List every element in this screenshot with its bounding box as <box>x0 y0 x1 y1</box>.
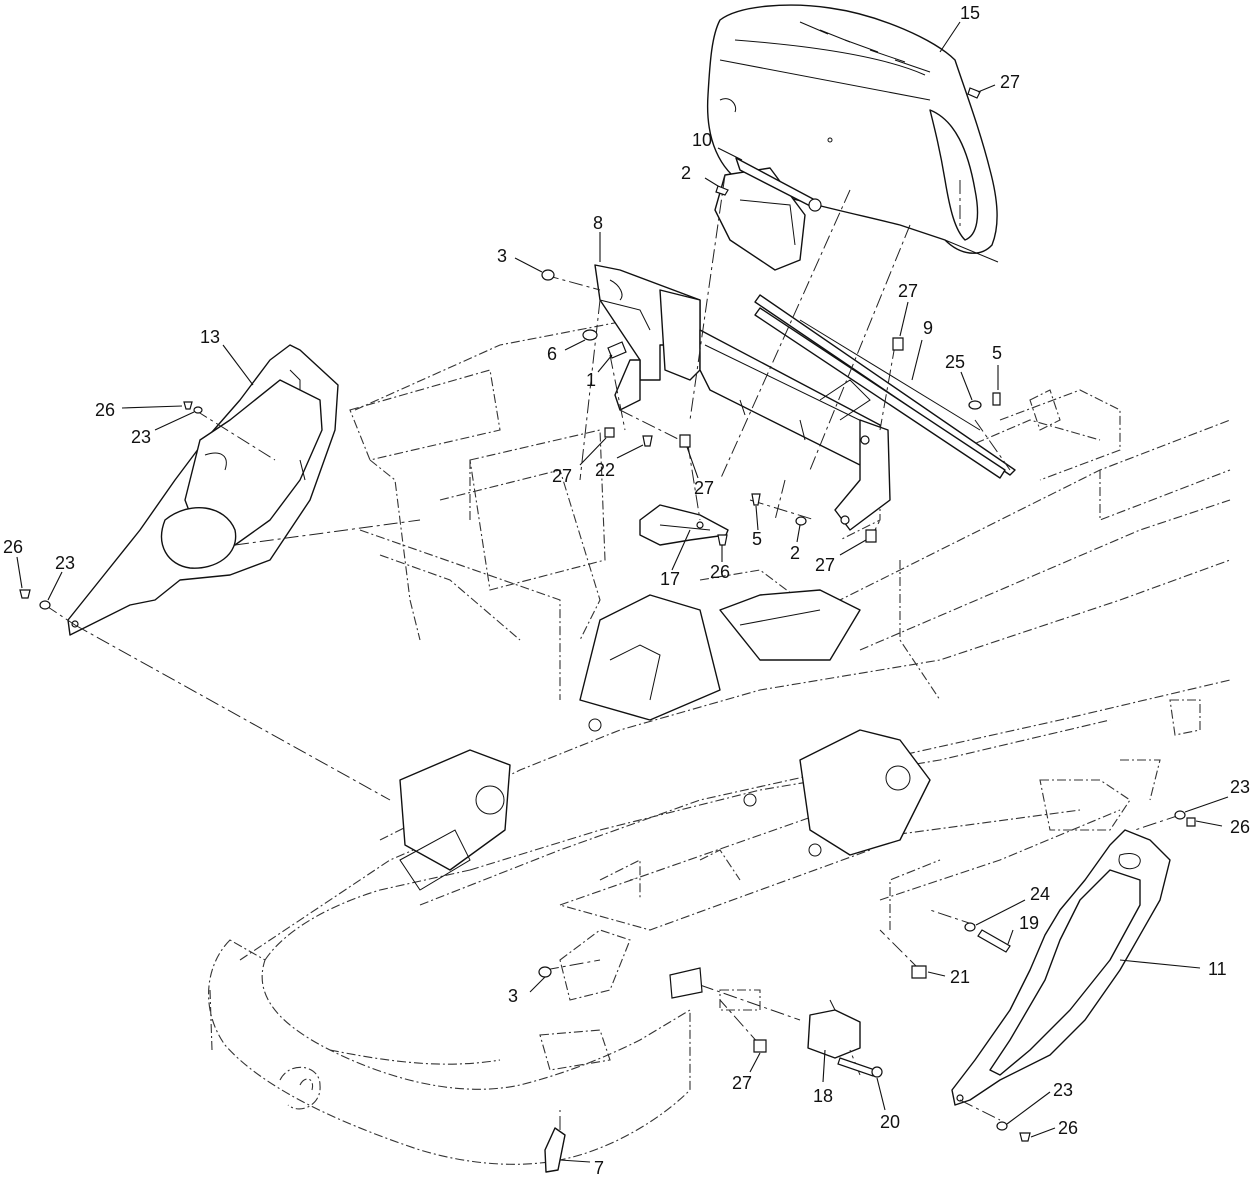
callout-24: 24 <box>1030 884 1050 904</box>
callout-10: 10 <box>692 130 712 150</box>
clip-27-center <box>679 434 691 448</box>
screw-26-right-upper <box>1186 817 1196 827</box>
callout-26-bracket: 26 <box>710 562 730 582</box>
part-10-bracket <box>714 157 822 271</box>
callout-27-left: 27 <box>552 466 572 486</box>
bolt-19 <box>977 929 1011 953</box>
screw-2-top <box>715 185 729 196</box>
callout-2-center: 2 <box>790 543 800 563</box>
washer-23-upper-left <box>193 406 203 414</box>
callout-26-right-upper: 26 <box>1230 817 1250 837</box>
callout-26-lower-left: 26 <box>3 537 23 557</box>
screw-5-right <box>992 392 1001 406</box>
washer-23-lower-left <box>39 600 51 610</box>
screw-26-right-lower <box>1019 1132 1031 1142</box>
assembly-guide-lines <box>44 174 1181 1130</box>
screw-5-center <box>751 493 761 506</box>
callout-20: 20 <box>880 1112 900 1132</box>
clip-27-top-right <box>967 87 981 99</box>
screw-26-upper-left <box>183 401 193 410</box>
leader-lines <box>16 21 1229 1163</box>
callout-11: 11 <box>1208 959 1227 979</box>
washer-24 <box>964 922 976 932</box>
callout-27-center: 27 <box>694 478 714 498</box>
nut-21 <box>911 965 927 979</box>
nut-3-top <box>541 269 555 281</box>
callout-5-center: 5 <box>752 529 762 549</box>
clip-27-right <box>865 529 877 543</box>
part-7-tab <box>544 1127 566 1173</box>
callout-15: 15 <box>960 3 980 23</box>
part-11-right-panel <box>951 829 1171 1106</box>
bolt-20 <box>837 1057 876 1077</box>
callout-25: 25 <box>945 352 965 372</box>
clip-27-left <box>604 427 615 438</box>
callout-26-upper-left: 26 <box>95 400 115 420</box>
bolt-1 <box>607 341 627 359</box>
callout-27-lower: 27 <box>732 1073 752 1093</box>
mower-frame-phantom <box>208 319 1231 1165</box>
screw-26-lower-left <box>19 589 31 599</box>
callout-23-right-lower: 23 <box>1053 1080 1073 1100</box>
part-17-bracket <box>639 504 729 546</box>
washer-23-right-lower <box>996 1121 1008 1131</box>
callout-23-lower-left: 23 <box>55 553 75 573</box>
screw-26-bracket <box>717 534 728 546</box>
nut-2-center <box>795 516 807 526</box>
part-9-flat-plate <box>754 294 1016 479</box>
screw-22 <box>642 435 653 447</box>
callout-6: 6 <box>547 344 557 364</box>
clip-27-plate <box>892 337 904 351</box>
callout-19: 19 <box>1019 913 1039 933</box>
callout-2-top: 2 <box>681 163 691 183</box>
callout-23-right-upper: 23 <box>1230 777 1250 797</box>
callout-9: 9 <box>923 318 933 338</box>
callout-21: 21 <box>950 967 970 987</box>
callout-23-upper-left: 23 <box>131 427 151 447</box>
clip-27-lower <box>753 1039 767 1053</box>
callout-1: 1 <box>586 370 596 390</box>
part-8-channel-bracket <box>594 264 891 531</box>
nut-3-lower <box>538 966 552 978</box>
callout-13: 13 <box>200 327 220 347</box>
washer-25 <box>968 400 982 410</box>
callout-3-top: 3 <box>497 246 507 266</box>
washer-23-right-upper <box>1174 810 1186 820</box>
callout-26-right-lower: 26 <box>1058 1118 1078 1138</box>
callout-27-plate: 27 <box>898 281 918 301</box>
part-13-left-panel <box>67 344 339 636</box>
hardware-items <box>19 87 1196 1142</box>
callout-3-lower: 3 <box>508 986 518 1006</box>
washer-6 <box>582 329 598 341</box>
callout-27-seat: 27 <box>1000 72 1020 92</box>
callout-8: 8 <box>593 213 603 233</box>
callout-18: 18 <box>813 1086 833 1106</box>
callout-5-right: 5 <box>992 343 1002 363</box>
decal-triangles <box>669 967 703 999</box>
callout-17: 17 <box>660 569 680 589</box>
callout-27-right: 27 <box>815 555 835 575</box>
callout-labels: 15 27 10 2 8 3 27 9 5 25 13 6 1 26 23 27… <box>3 3 1250 1178</box>
callout-7: 7 <box>594 1158 604 1178</box>
part-18-bracket <box>807 999 861 1059</box>
bolt-20-head <box>871 1066 883 1078</box>
callout-22: 22 <box>595 460 615 480</box>
